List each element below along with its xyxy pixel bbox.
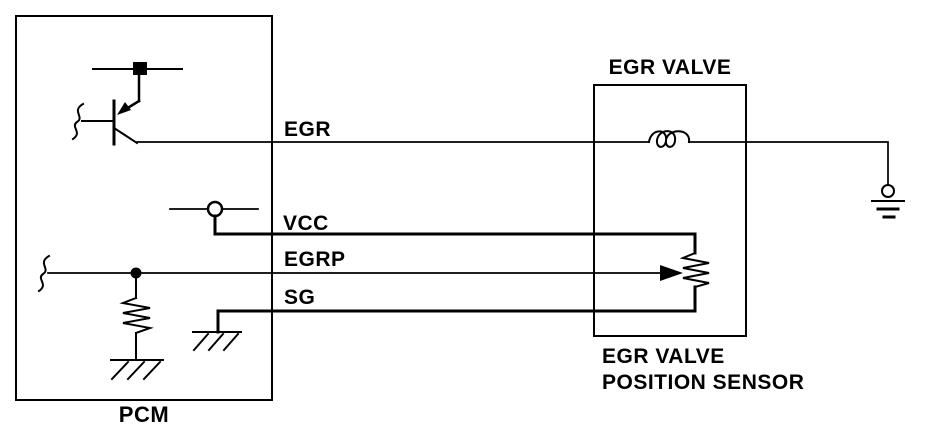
pcm-box-label: PCM — [118, 402, 170, 427]
pcm-box — [15, 15, 273, 401]
position-sensor-caption-line1: EGR VALVE — [602, 345, 725, 368]
ground-hatch-3 — [222, 332, 240, 352]
collector-square-icon — [133, 62, 147, 75]
ground-hatch-1 — [192, 332, 210, 352]
egr-valve-box — [593, 84, 747, 337]
egr-valve-title: EGR VALVE — [608, 56, 732, 79]
solenoid-coil-icon — [647, 130, 691, 148]
vcc-wire — [213, 214, 697, 255]
vcc-signal-label: VCC — [283, 212, 329, 235]
sg-wire — [216, 285, 697, 334]
egrp-circuit — [37, 254, 661, 381]
egr-wire-right — [688, 141, 889, 186]
potentiometer-icon — [216, 251, 710, 334]
wire-break-squiggle-icon — [37, 254, 51, 293]
vcc-circuit — [169, 200, 697, 255]
earth-ground-icon — [871, 184, 905, 219]
sg-signal-label: SG — [284, 286, 316, 309]
ground-hatch-2 — [207, 332, 225, 352]
position-sensor-caption: EGR VALVE POSITION SENSOR — [602, 344, 804, 396]
egr-signal-label: EGR — [284, 118, 332, 141]
junction-dot — [130, 267, 142, 279]
sg-ground — [192, 331, 242, 352]
ground-hatch-1 — [110, 360, 130, 381]
chassis-ground-icon — [192, 331, 242, 352]
potentiometer-zigzag — [679, 251, 710, 289]
egrp-signal-label: EGRP — [284, 248, 346, 271]
position-sensor-caption-line2: POSITION SENSOR — [602, 371, 805, 394]
transistor-icon — [71, 62, 183, 146]
resistor-icon — [119, 296, 154, 335]
ground-hatch-2 — [126, 360, 146, 381]
wire-break-squiggle-icon — [71, 102, 85, 141]
ground-hatch-3 — [142, 360, 162, 381]
collector-arrow-icon — [117, 102, 131, 115]
egr-circuit — [136, 130, 905, 219]
emitter-wire — [112, 126, 139, 145]
chassis-ground-icon — [110, 359, 164, 381]
ground-terminal-circle — [881, 184, 895, 198]
vcc-terminal-icon — [206, 200, 224, 218]
wiper-arrow-icon — [660, 265, 683, 281]
